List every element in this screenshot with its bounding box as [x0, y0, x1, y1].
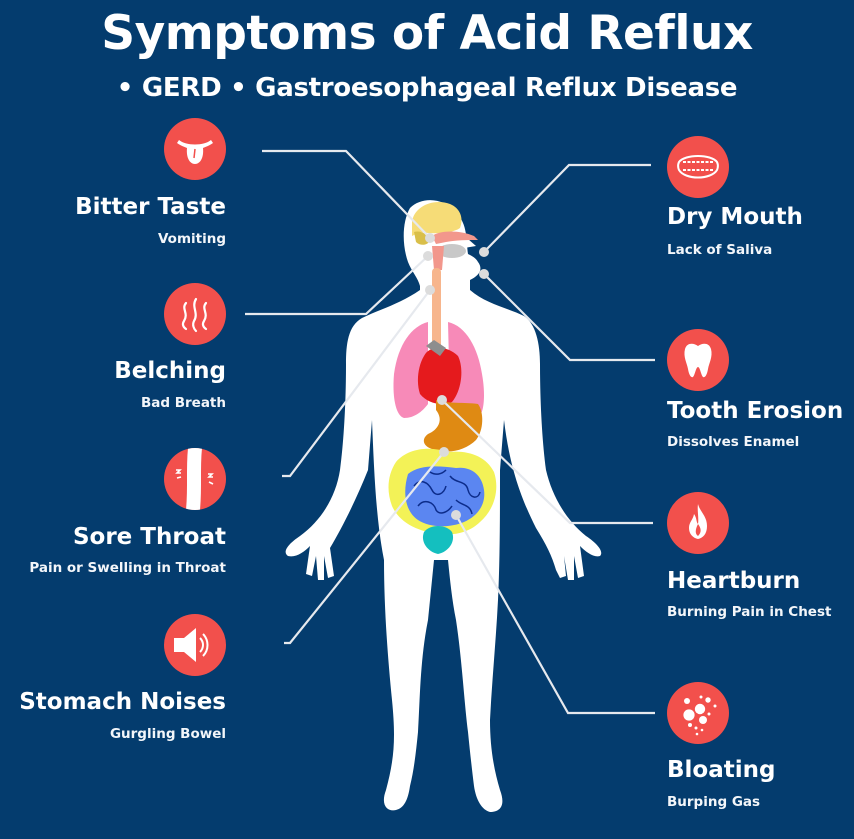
connector-stomach-noises	[284, 451, 445, 645]
symptom-desc: Bad Breath	[140, 395, 226, 411]
symptom-name: Dry Mouth	[667, 204, 803, 230]
tongue-icon	[164, 118, 226, 180]
connector-sore-throat	[282, 289, 431, 478]
symptom-desc: Vomiting	[157, 231, 226, 247]
symptom-desc: Burning Pain in Chest	[667, 604, 832, 620]
symptom-desc: Gurgling Bowel	[109, 726, 226, 742]
tooth-icon	[667, 329, 729, 391]
connector-bloating	[455, 514, 655, 715]
throat-icon	[164, 448, 226, 510]
symptom-bitter-taste: Bitter Taste Vomiting	[0, 118, 226, 258]
lung-left	[393, 322, 428, 418]
small-intestine	[405, 466, 485, 527]
symptom-dry-mouth: Dry Mouth Lack of Saliva	[667, 136, 854, 276]
connector-bitter-taste	[262, 149, 431, 239]
connector-heartburn	[441, 399, 653, 525]
bladder	[422, 526, 454, 554]
symptom-desc: Burping Gas	[667, 794, 761, 810]
brain	[412, 202, 462, 236]
nasal-cavity	[432, 231, 478, 244]
symptom-name: Bloating	[667, 757, 776, 783]
connector-dots	[423, 233, 489, 520]
page-subtitle: • GERD • Gastroesophageal Reflux Disease	[116, 73, 738, 103]
stomach	[423, 400, 483, 452]
connector-tooth-erosion	[483, 273, 655, 362]
symptom-belching: Belching Bad Breath	[0, 283, 226, 423]
symptom-sore-throat: Sore Throat Pain or Swelling in Throat	[0, 448, 226, 588]
bubbles-icon	[667, 682, 729, 744]
connector-belching	[245, 255, 429, 316]
lung-right	[448, 322, 484, 418]
speaker-icon	[164, 614, 226, 676]
symptom-desc: Lack of Saliva	[667, 242, 773, 258]
aorta	[426, 340, 446, 356]
symptom-stomach-noises: Stomach Noises Gurgling Bowel	[0, 614, 226, 754]
symptom-bloating: Bloating Burping Gas	[667, 682, 854, 822]
symptom-name: Tooth Erosion	[667, 398, 844, 424]
symptom-heartburn: Heartburn Burning Pain in Chest	[667, 492, 854, 632]
mouth-teeth-icon	[667, 136, 729, 198]
symptom-name: Belching	[114, 358, 226, 384]
connector-lines	[245, 149, 655, 715]
page-title: Symptoms of Acid Reflux	[101, 6, 753, 61]
tongue	[438, 244, 466, 258]
symptom-name: Heartburn	[667, 568, 801, 594]
flame-icon	[667, 492, 729, 554]
connector-dry-mouth	[483, 163, 651, 253]
pharynx	[432, 246, 444, 270]
symptom-name: Sore Throat	[72, 524, 226, 550]
heart	[417, 347, 462, 404]
vapor-icon	[164, 283, 226, 345]
symptom-tooth-erosion: Tooth Erosion Dissolves Enamel	[667, 329, 854, 469]
symptom-name: Stomach Noises	[19, 689, 226, 715]
symptom-desc: Dissolves Enamel	[667, 434, 800, 450]
symptom-desc: Pain or Swelling in Throat	[29, 560, 226, 576]
symptom-name: Bitter Taste	[75, 194, 226, 220]
